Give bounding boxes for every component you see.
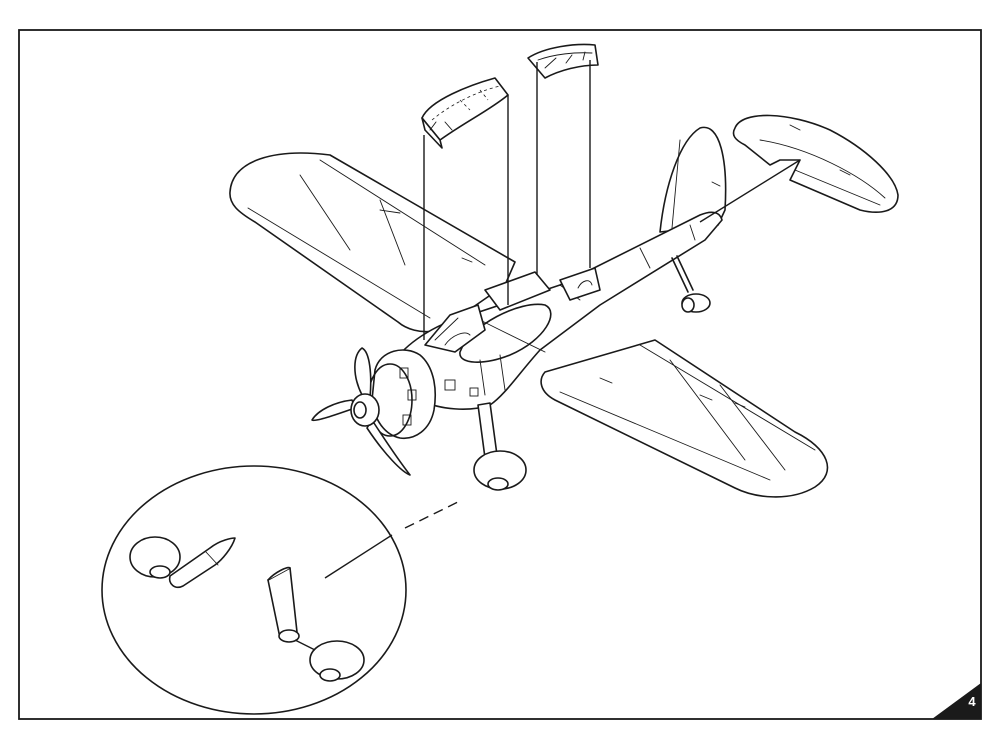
page-corner-tab [932,683,981,719]
right-wing [540,339,829,498]
tail-wheel [671,255,711,313]
propeller [311,347,411,476]
cockpit-area [424,267,601,353]
main-landing-gear [473,402,527,491]
horizontal-stabilizer [699,114,899,223]
left-wing [229,152,516,333]
page-number: 4 [968,694,976,709]
page-frame [18,29,982,720]
engine-cowling [367,349,436,439]
vertical-tail [659,126,727,233]
front-canopy [527,43,599,79]
landing-gear-detail-callout [101,465,463,715]
canopy-leader-lines [423,60,591,340]
rear-canopy [421,77,509,149]
